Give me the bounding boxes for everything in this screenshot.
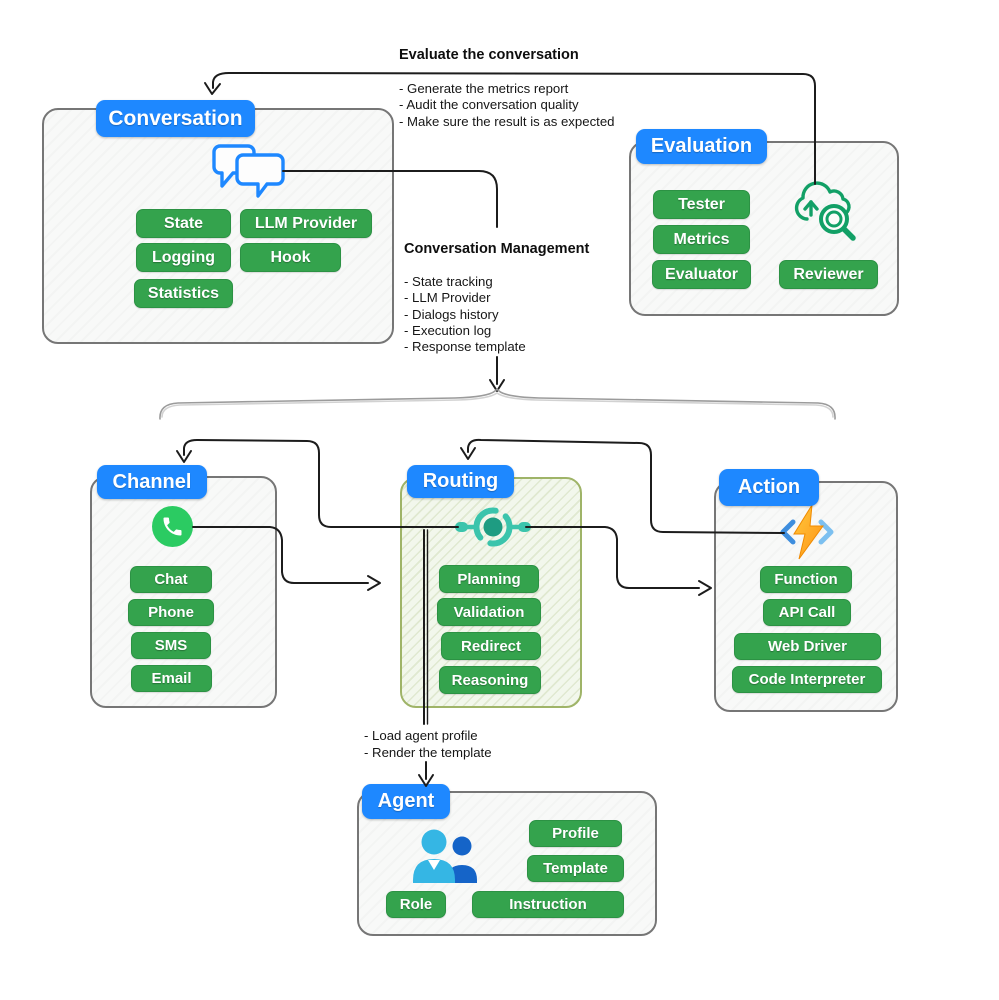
pill-logging: Logging: [136, 243, 231, 272]
hub-icon: [455, 507, 531, 547]
pill-redirect: Redirect: [441, 632, 541, 660]
management-title: Conversation Management: [404, 241, 590, 257]
arrowhead-channel: [176, 450, 192, 463]
people-icon: [413, 829, 477, 883]
agent-notes: - Load agent profile - Render the templa…: [364, 728, 492, 761]
conversation-header: Conversation: [96, 100, 255, 137]
arrowhead-routing-header: [460, 447, 476, 460]
agent-note-1: - Load agent profile: [364, 728, 478, 743]
pill-sms: SMS: [131, 632, 211, 659]
management-bullets: - State tracking - LLM Provider - Dialog…: [404, 274, 526, 355]
agent-note-2: - Render the template: [364, 744, 492, 760]
pill-profile: Profile: [529, 820, 622, 847]
arrowhead-routing-left: [367, 575, 381, 591]
pill-api-call: API Call: [763, 599, 851, 626]
pill-reasoning: Reasoning: [439, 666, 541, 694]
pill-role: Role: [386, 891, 446, 918]
pill-statistics: Statistics: [134, 279, 233, 308]
pill-evaluator: Evaluator: [652, 260, 751, 289]
evaluation-header: Evaluation: [636, 129, 767, 164]
code-lightning-icon: [780, 504, 834, 560]
evaluate-bullet-2: - Audit the conversation quality: [399, 97, 579, 113]
pill-reviewer: Reviewer: [779, 260, 878, 289]
arrowhead-conversation: [204, 82, 221, 95]
arrowhead-action-left: [698, 580, 712, 596]
pill-hook: Hook: [240, 243, 341, 272]
pill-phone: Phone: [128, 599, 214, 626]
evaluate-bullet-3: - Make sure the result is as expected: [399, 113, 615, 129]
management-bullet-3: - Dialogs history: [404, 306, 499, 322]
evaluate-title: Evaluate the conversation: [399, 47, 579, 63]
routing-header: Routing: [407, 465, 514, 498]
management-bullet-2: - LLM Provider: [404, 290, 491, 306]
management-bullet-1: - State tracking: [404, 274, 493, 289]
pill-planning: Planning: [439, 565, 539, 593]
pill-code-interpreter: Code Interpreter: [732, 666, 882, 693]
pill-state: State: [136, 209, 231, 238]
cloud-search-icon: [794, 181, 856, 241]
evaluate-bullet-1: - Generate the metrics report: [399, 81, 569, 96]
pill-function: Function: [760, 566, 852, 593]
pill-template: Template: [527, 855, 624, 882]
pill-web-driver: Web Driver: [734, 633, 881, 660]
management-bullet-4: - Execution log: [404, 322, 492, 338]
chat-bubbles-icon: [212, 144, 285, 198]
channel-header: Channel: [97, 465, 207, 499]
agent-header: Agent: [362, 784, 450, 819]
evaluate-bullets: - Generate the metrics report - Audit th…: [399, 81, 615, 130]
pill-metrics: Metrics: [653, 225, 750, 254]
brace-sketch-overlay: [161, 392, 834, 418]
action-header: Action: [719, 469, 819, 506]
pill-instruction: Instruction: [472, 891, 624, 918]
whatsapp-icon: [152, 506, 193, 547]
arrowhead-brace: [489, 379, 505, 392]
pill-llm-provider: LLM Provider: [240, 209, 372, 238]
pill-tester: Tester: [653, 190, 750, 219]
management-bullet-5: - Response template: [404, 339, 526, 355]
pill-validation: Validation: [437, 598, 541, 626]
brace: [159, 387, 836, 420]
pill-email: Email: [131, 665, 212, 692]
pill-chat: Chat: [130, 566, 212, 593]
